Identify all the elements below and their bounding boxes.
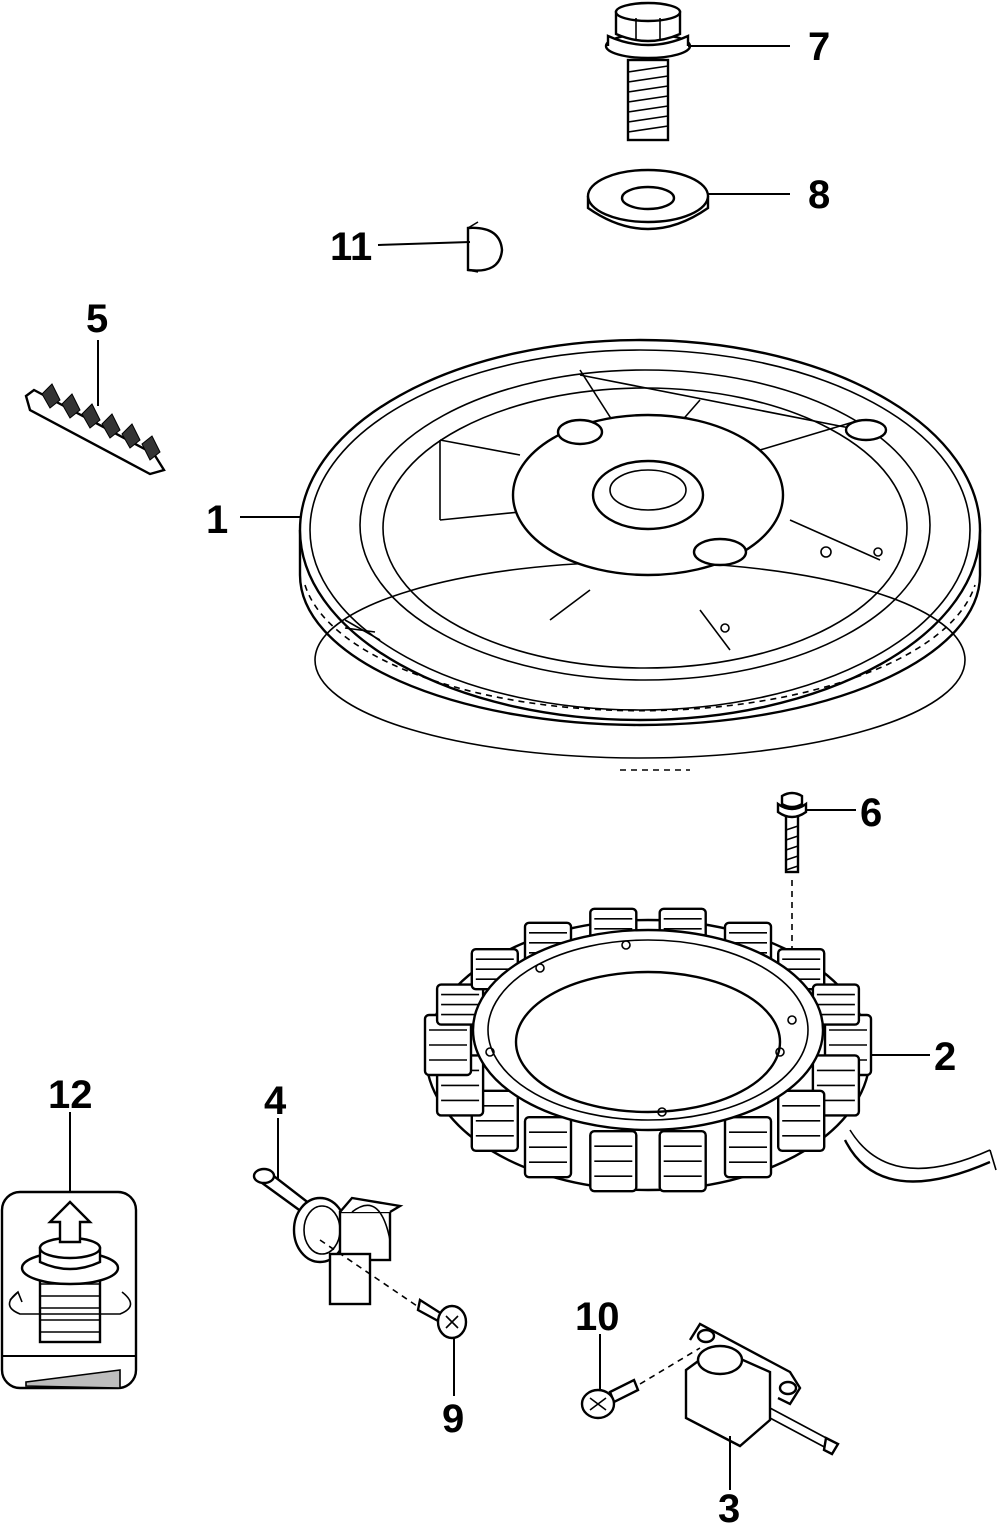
stator — [423, 907, 997, 1193]
callout-3: 3 — [718, 1487, 740, 1528]
pulser-coil — [684, 1322, 840, 1456]
leader-lines — [69, 45, 930, 1490]
callout-6: 6 — [860, 791, 882, 835]
callout-10: 10 — [575, 1295, 620, 1339]
callout-1: 1 — [206, 498, 228, 542]
callout-7: 7 — [808, 25, 830, 69]
callout-8: 8 — [808, 173, 830, 217]
callout-12: 12 — [48, 1073, 93, 1117]
callout-labels: 7 8 11 5 1 6 2 12 4 10 9 3 — [48, 25, 956, 1528]
callout-11: 11 — [330, 225, 372, 269]
woodruff-key — [466, 221, 504, 273]
sensor — [252, 1167, 421, 1309]
flywheel-bolt — [604, 1, 692, 142]
washer — [586, 168, 710, 231]
sensor-screw — [416, 1298, 468, 1340]
callout-5: 5 — [86, 297, 108, 341]
callout-9: 9 — [442, 1397, 464, 1441]
torque-note-box — [0, 1190, 138, 1390]
pulser-screw — [580, 1347, 701, 1420]
callout-4: 4 — [264, 1079, 287, 1123]
flywheel — [298, 338, 982, 771]
spring-pin — [24, 383, 166, 476]
callout-2: 2 — [934, 1035, 956, 1079]
